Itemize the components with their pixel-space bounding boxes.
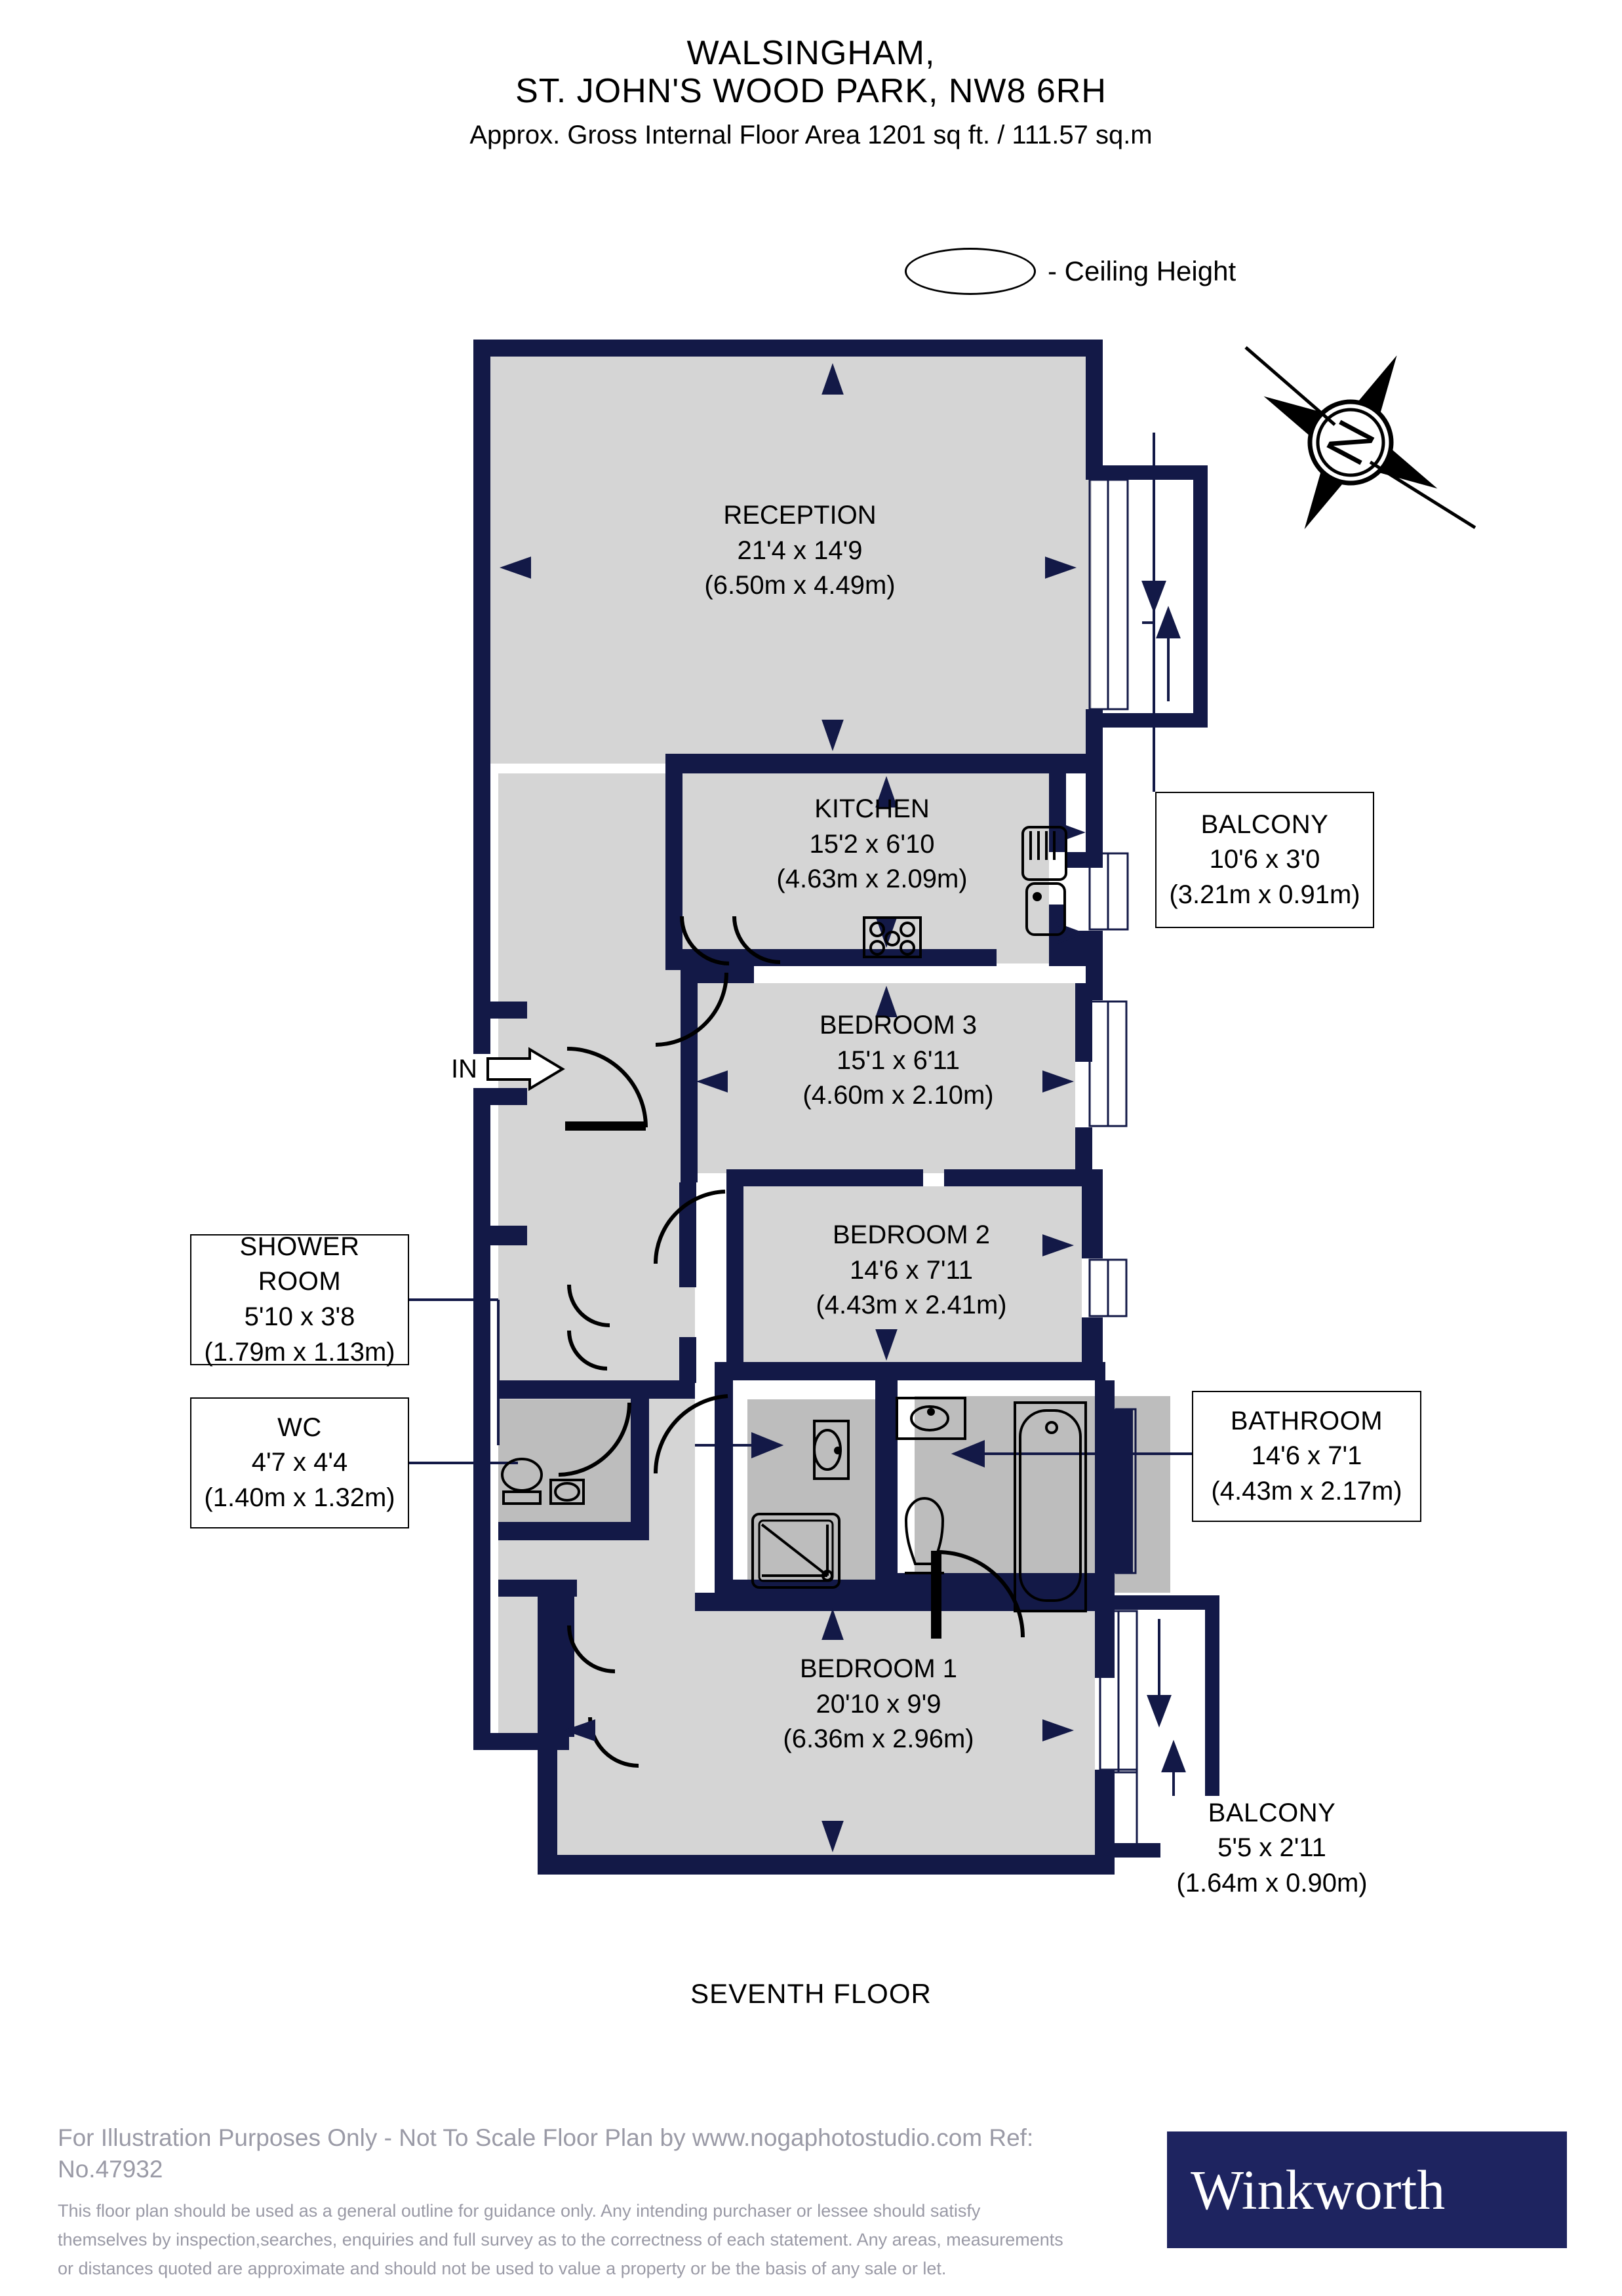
shower-room-metric: (1.79m x 1.13m) bbox=[204, 1337, 395, 1367]
balcony-top-name: BALCONY bbox=[1200, 809, 1329, 839]
footer-credit-line: For Illustration Purposes Only - Not To … bbox=[58, 2124, 1034, 2183]
balcony-bottom-name: BALCONY bbox=[1208, 1798, 1336, 1827]
property-address: ST. JOHN'S WOOD PARK, NW8 6RH bbox=[515, 72, 1107, 111]
walls bbox=[473, 340, 1219, 1875]
entrance-marker: IN bbox=[451, 1045, 565, 1093]
bedroom3-name: BEDROOM 3 bbox=[819, 1011, 978, 1040]
compass-tail-lines bbox=[1244, 346, 1476, 530]
floor-fills bbox=[488, 354, 1170, 1858]
balcony-top-metric: (3.21m x 0.91m) bbox=[1169, 880, 1360, 909]
kitchen-name: KITCHEN bbox=[814, 794, 930, 823]
wc-basin-icon bbox=[549, 1479, 585, 1505]
room-label-reception: RECEPTION 21'4 x 14'9 (6.50m x 4.49m) bbox=[629, 498, 970, 604]
bedroom1-name: BEDROOM 1 bbox=[799, 1654, 958, 1683]
bathroom-basin-icon bbox=[896, 1397, 966, 1440]
floor-area-text: Approx. Gross Internal Floor Area 1201 s… bbox=[469, 121, 1153, 150]
room-label-bedroom1: BEDROOM 1 20'10 x 9'9 (6.36m x 2.96m) bbox=[734, 1652, 1023, 1757]
floor-caption: SEVENTH FLOOR bbox=[690, 1978, 932, 2009]
footer-disclaimer: For Illustration Purposes Only - Not To … bbox=[58, 2122, 1133, 2283]
entrance-label: IN bbox=[451, 1054, 477, 1083]
kitchen-sink-icon bbox=[1021, 826, 1067, 881]
balcony-bottom-metric: (1.64m x 0.90m) bbox=[1176, 1868, 1368, 1897]
bedroom3-metric: (4.60m x 2.10m) bbox=[802, 1081, 994, 1110]
callout-wc: WC 4'7 x 4'4 (1.40m x 1.32m) bbox=[190, 1397, 409, 1528]
windows bbox=[1088, 478, 1138, 1850]
footer-disclaimer-line-2: themselves by inspection,searches, enqui… bbox=[58, 2229, 1063, 2249]
room-label-bedroom3: BEDROOM 3 15'1 x 6'11 (4.60m x 2.10m) bbox=[767, 1008, 1029, 1114]
callout-leader-lines bbox=[409, 433, 1192, 1797]
callout-balcony-bottom: BALCONY 5'5 x 2'11 (1.64m x 0.90m) bbox=[1160, 1796, 1383, 1901]
winkworth-logo: Winkworth bbox=[1167, 2131, 1567, 2248]
callout-balcony-top: BALCONY 10'6 x 3'0 (3.21m x 0.91m) bbox=[1155, 792, 1374, 928]
shower-room-imperial: 5'10 x 3'8 bbox=[244, 1302, 355, 1331]
building-name: WALSINGHAM, bbox=[686, 34, 936, 72]
bedroom1-metric: (6.36m x 2.96m) bbox=[783, 1724, 974, 1754]
kitchen-imperial: 15'2 x 6'10 bbox=[809, 829, 935, 859]
ceiling-height-ellipse-icon bbox=[905, 248, 1036, 295]
bedroom3-imperial: 15'1 x 6'11 bbox=[836, 1045, 960, 1075]
toilet-icon bbox=[904, 1497, 945, 1574]
plan-header: WALSINGHAM, ST. JOHN'S WOOD PARK, NW8 6R… bbox=[0, 34, 1622, 150]
fixtures bbox=[501, 826, 1087, 1612]
reception-name: RECEPTION bbox=[723, 501, 877, 530]
bedroom1-imperial: 20'10 x 9'9 bbox=[816, 1689, 941, 1719]
bathroom-name: BATHROOM bbox=[1230, 1406, 1383, 1435]
callout-shower-room: SHOWER ROOM 5'10 x 3'8 (1.79m x 1.13m) bbox=[190, 1232, 409, 1367]
bedroom2-metric: (4.43m x 2.41m) bbox=[816, 1291, 1007, 1320]
wc-imperial: 4'7 x 4'4 bbox=[251, 1448, 348, 1477]
shower-room-name: SHOWER ROOM bbox=[239, 1232, 360, 1296]
kitchen-metric: (4.63m x 2.09m) bbox=[776, 865, 968, 894]
wc-toilet-icon bbox=[501, 1458, 543, 1505]
bedroom2-name: BEDROOM 2 bbox=[832, 1220, 991, 1249]
footer-disclaimer-line-1: This floor plan should be used as a gene… bbox=[58, 2201, 981, 2221]
callout-bathroom: BATHROOM 14'6 x 7'1 (4.43m x 2.17m) bbox=[1192, 1391, 1421, 1522]
balcony-top-imperial: 10'6 x 3'0 bbox=[1209, 845, 1320, 874]
entrance-arrow-icon bbox=[486, 1047, 565, 1091]
wc-name: WC bbox=[277, 1412, 322, 1442]
hob-icon bbox=[863, 916, 922, 958]
room-label-kitchen: KITCHEN 15'2 x 6'10 (4.63m x 2.09m) bbox=[754, 792, 990, 897]
bedroom2-imperial: 14'6 x 7'11 bbox=[849, 1255, 973, 1285]
ceiling-height-legend: - Ceiling Height bbox=[905, 248, 1236, 295]
reception-metric: (6.50m x 4.49m) bbox=[704, 571, 896, 600]
shower-tray-icon bbox=[751, 1513, 841, 1589]
bathtub-icon bbox=[1014, 1401, 1087, 1612]
room-label-bedroom2: BEDROOM 2 14'6 x 7'11 (4.43m x 2.41m) bbox=[780, 1218, 1042, 1323]
winkworth-logo-text: Winkworth bbox=[1191, 2158, 1446, 2221]
reception-imperial: 21'4 x 14'9 bbox=[737, 535, 863, 565]
bathroom-imperial: 14'6 x 7'1 bbox=[1251, 1441, 1362, 1471]
wc-metric: (1.40m x 1.32m) bbox=[204, 1483, 395, 1512]
bathroom-metric: (4.43m x 2.17m) bbox=[1211, 1476, 1402, 1506]
footer-disclaimer-line-3: or distances quoted are approximate and … bbox=[58, 2258, 947, 2278]
ceiling-height-legend-label: - Ceiling Height bbox=[1048, 256, 1236, 286]
balcony-bottom-imperial: 5'5 x 2'11 bbox=[1217, 1833, 1326, 1863]
compass-icon: N bbox=[1263, 355, 1438, 530]
